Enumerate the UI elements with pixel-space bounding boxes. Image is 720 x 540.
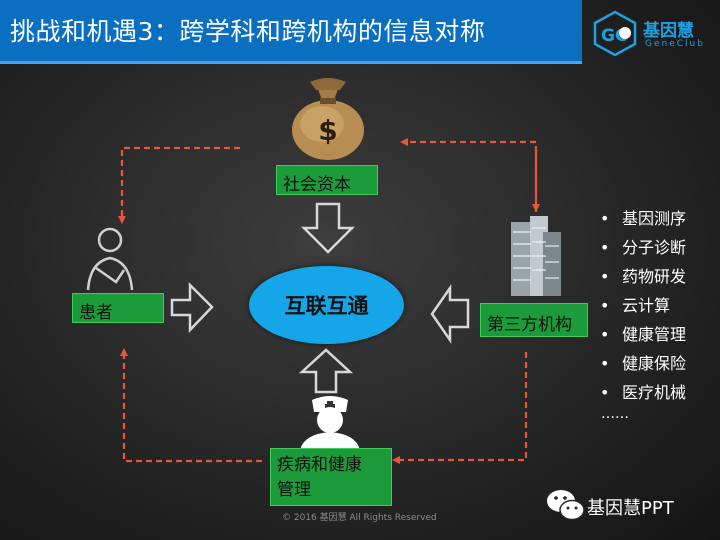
dashed-arrow-third-to-disease [392, 352, 528, 464]
block-arrow-left-from-third [430, 283, 470, 345]
svg-text:$: $ [318, 114, 337, 147]
geneclub-logo-icon: GC [593, 10, 637, 56]
block-arrow-up-from-disease [298, 348, 354, 394]
services-more: …… [601, 406, 629, 422]
list-item: •医疗机械 [600, 383, 687, 402]
node-social-capital: 社会资本 [276, 165, 378, 195]
wechat-account-name: 基因慧PPT [587, 498, 674, 519]
list-item: •分子诊断 [600, 238, 687, 257]
page-title: 挑战和机遇3：跨学科和跨机构的信息对称 [10, 17, 486, 46]
block-arrow-right-from-patient [170, 281, 214, 334]
center-node-label: 互联互通 [284, 294, 369, 318]
logo-main-text: 基因慧 [643, 21, 694, 41]
wechat-icon [547, 490, 585, 521]
list-item: •药物研发 [600, 267, 687, 286]
logo: GC 基因慧 GeneClub [585, 8, 720, 58]
money-bag-icon: $ [292, 78, 364, 160]
node-patient: 患者 [72, 293, 164, 323]
block-arrow-down-from-social [300, 202, 356, 254]
dashed-arrow-third-to-social [400, 138, 538, 212]
wechat-account: 基因慧PPT [545, 486, 720, 526]
nurse-icon [300, 396, 360, 450]
node-third-party: 第三方机构 [480, 303, 588, 337]
services-list: •基因测序 •分子诊断 •药物研发 •云计算 •健康管理 •健康保险 •医疗机械 [600, 204, 686, 407]
title-bar: 挑战和机遇3：跨学科和跨机构的信息对称 [0, 0, 582, 64]
copyright-text: © 2016 基因慧 All Rights Reserved [282, 513, 437, 523]
list-item: •健康保险 [600, 354, 687, 373]
dashed-arrow-disease-to-patient [120, 348, 262, 463]
buildings-icon [511, 216, 561, 296]
node-disease-health: 疾病和健康 管理 [270, 448, 392, 506]
dashed-arrow-social-to-patient [118, 146, 240, 224]
list-item: •基因测序 [600, 209, 687, 228]
center-node: 互联互通 [249, 266, 404, 344]
node-disease-health-line1: 疾病和健康 [277, 455, 362, 475]
list-item: •健康管理 [600, 325, 687, 344]
node-disease-health-line2: 管理 [277, 480, 311, 500]
logo-sub-text: GeneClub [645, 39, 705, 49]
patient-icon [86, 227, 134, 291]
list-item: •云计算 [600, 296, 671, 315]
